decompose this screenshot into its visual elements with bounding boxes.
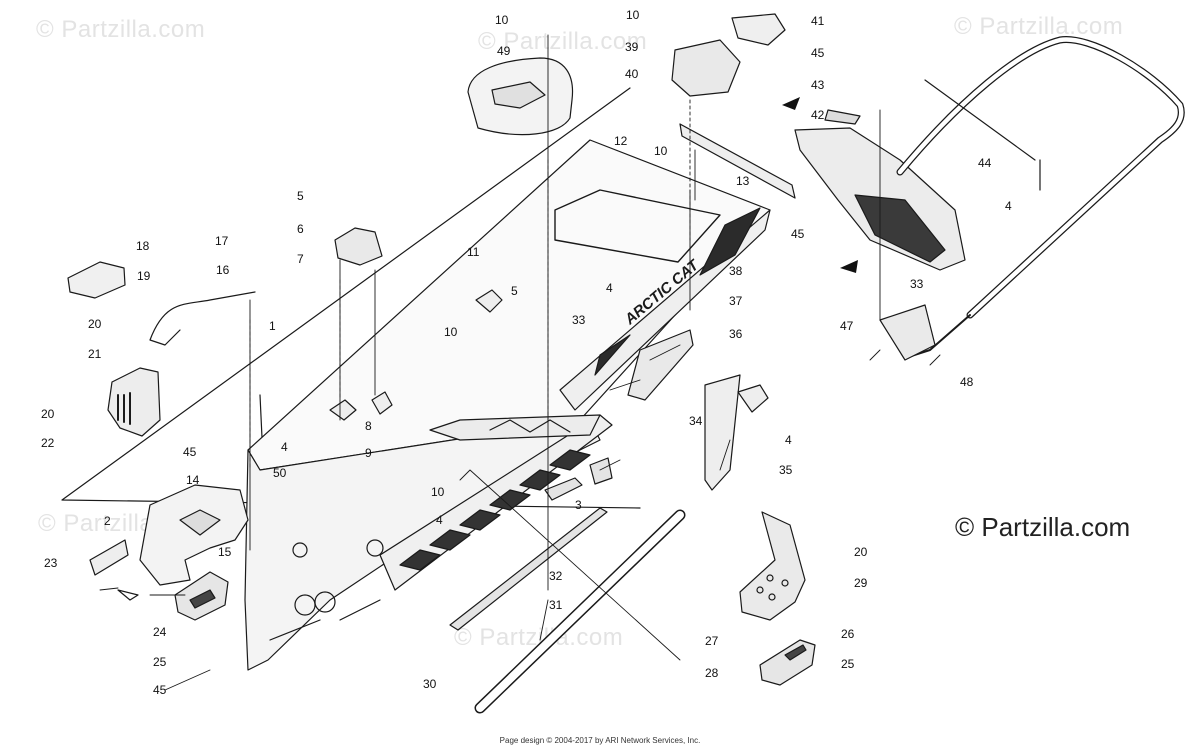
callout-label: 37 <box>729 294 743 308</box>
callout-label: 28 <box>705 666 719 680</box>
callout-label: 22 <box>41 436 55 450</box>
callout-label: 27 <box>705 634 719 648</box>
callout-label: 42 <box>811 108 825 122</box>
callout-label: 20 <box>854 545 868 559</box>
callout-label: 50 <box>273 466 287 480</box>
watermark-main: © Partzilla.com <box>955 512 1131 542</box>
callout-label: 4 <box>436 513 443 527</box>
callout-label: 45 <box>183 445 197 459</box>
callout-label: 32 <box>549 569 563 583</box>
watermark-top-center: © Partzilla.com <box>478 28 648 55</box>
callout-label: 41 <box>811 14 825 28</box>
callout-label: 20 <box>88 317 102 331</box>
foot-plate-27 <box>739 511 806 621</box>
callout-label: 29 <box>854 576 868 590</box>
callout-label: 7 <box>297 252 304 266</box>
callout-label: 31 <box>549 598 563 612</box>
callout-label: 25 <box>841 657 855 671</box>
callout-label: 10 <box>495 13 509 27</box>
callout-label: 45 <box>791 227 805 241</box>
callout-label: 6 <box>297 222 304 236</box>
callout-label: 38 <box>729 264 743 278</box>
callout-label: 36 <box>729 327 743 341</box>
running-board <box>429 414 601 441</box>
cap-18 <box>67 261 126 299</box>
callout-label: 15 <box>218 545 232 559</box>
callout-label: 1 <box>269 319 276 333</box>
callout-label: 45 <box>153 683 167 697</box>
callout-label: 4 <box>281 440 288 454</box>
callout-label: 13 <box>736 174 750 188</box>
rear-block-40 <box>671 39 741 97</box>
callout-label: 33 <box>572 313 586 327</box>
bracket-7 <box>334 227 383 266</box>
handle-16 <box>149 291 256 346</box>
callout-label: 5 <box>511 284 518 298</box>
callout-label: 43 <box>811 78 825 92</box>
front-bracket-2 <box>139 484 249 586</box>
callout-label: 47 <box>840 319 854 333</box>
callout-label: 14 <box>186 473 200 487</box>
callout-label: 10 <box>654 144 668 158</box>
callout-label: 25 <box>153 655 167 669</box>
callout-label: 26 <box>841 627 855 641</box>
stirrup-26 <box>759 639 816 686</box>
callout-label: 19 <box>137 269 151 283</box>
callout-label: 39 <box>625 40 639 54</box>
guard-plate-21 <box>107 367 161 437</box>
watermark-top-right: © Partzilla.com <box>954 13 1124 40</box>
bracket-35 <box>704 374 741 491</box>
rear-mount-13 <box>679 123 796 199</box>
callout-label: 40 <box>625 67 639 81</box>
callout-label: 12 <box>614 134 628 148</box>
callout-labels: 10 49 10 41 39 40 45 43 42 12 10 13 44 5… <box>41 8 1012 697</box>
callout-label: 16 <box>216 263 230 277</box>
callout-label: 10 <box>444 325 458 339</box>
callout-label: 11 <box>467 245 480 259</box>
callout-label: 33 <box>910 277 924 291</box>
callout-label: 10 <box>626 8 640 22</box>
page-footer: Page design © 2004-2017 by ARI Network S… <box>499 736 701 745</box>
callout-label: 34 <box>689 414 703 428</box>
callout-label: 8 <box>365 419 372 433</box>
callout-label: 35 <box>779 463 793 477</box>
callout-label: 18 <box>136 239 150 253</box>
callout-label: 2 <box>104 514 111 528</box>
callout-label: 3 <box>575 498 582 512</box>
callout-label: 30 <box>423 677 437 691</box>
callout-label: 4 <box>1005 199 1012 213</box>
callout-label: 44 <box>978 156 992 170</box>
callout-label: 24 <box>153 625 167 639</box>
callout-label: 10 <box>431 485 445 499</box>
watermark-top-left: © Partzilla.com <box>36 16 206 43</box>
callout-label: 48 <box>960 375 974 389</box>
callout-label: 4 <box>785 433 792 447</box>
grab-bar-46 <box>896 36 1185 319</box>
callout-label: 17 <box>215 234 229 248</box>
callout-label: 21 <box>88 347 102 361</box>
callout-label: 49 <box>497 44 511 58</box>
callout-label: 20 <box>41 407 55 421</box>
callout-label: 45 <box>811 46 825 60</box>
callout-label: 5 <box>297 189 304 203</box>
callout-label: 9 <box>365 446 372 460</box>
callout-label: 23 <box>44 556 58 570</box>
callout-label: 4 <box>606 281 613 295</box>
